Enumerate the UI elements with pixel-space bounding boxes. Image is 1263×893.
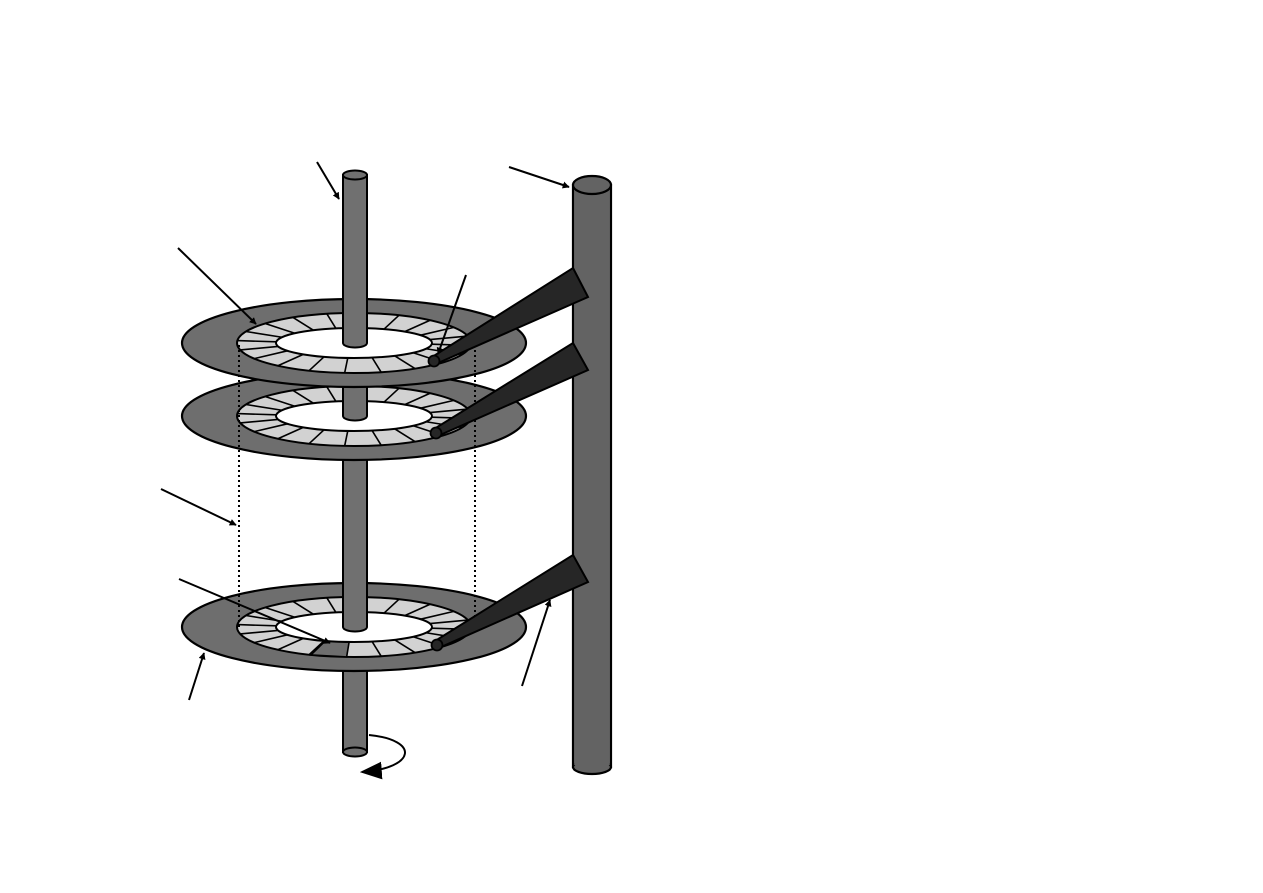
- sector-divider: [308, 356, 325, 372]
- spindle-through-hole: [343, 288, 367, 343]
- actuator-arm: [429, 341, 590, 440]
- sector-divider: [308, 429, 325, 445]
- read-write-head: [427, 354, 441, 368]
- sector-divider: [253, 423, 288, 433]
- leader-arrow-cylinder: [160, 488, 237, 526]
- actuator-post: [571, 174, 613, 776]
- sector-divider: [371, 641, 382, 657]
- sector-divider: [383, 387, 400, 403]
- sector-divider: [394, 428, 416, 443]
- sector-divider: [394, 355, 416, 370]
- spindle-bottom-cap: [342, 746, 368, 758]
- sector-divider: [240, 345, 279, 351]
- sector-divider: [245, 403, 283, 412]
- leader-arrow-arm-assembly: [521, 599, 552, 687]
- sector-divider: [264, 606, 296, 619]
- sector-divider: [394, 639, 416, 654]
- sector-divider: [240, 629, 279, 635]
- sector-divider: [420, 399, 455, 409]
- sector-divider: [292, 389, 314, 404]
- actuator-arm: [427, 266, 590, 368]
- sector-divider: [240, 418, 279, 424]
- sector-divider: [383, 598, 400, 614]
- spindle-hole-base: [342, 626, 368, 633]
- sector-divider: [383, 314, 400, 330]
- leader-arrow-spindle: [316, 161, 340, 200]
- read-write-head: [429, 426, 443, 440]
- sector-divider: [326, 386, 337, 402]
- sector-divider: [420, 610, 455, 620]
- leader-arrow-track: [177, 247, 257, 325]
- leader-arrow-actuator: [508, 166, 570, 189]
- sector-divider: [277, 637, 304, 651]
- actuator-arms: [427, 266, 590, 652]
- sector-divider: [237, 339, 277, 343]
- sector-divider: [253, 634, 288, 644]
- rotation-arrow: [359, 734, 406, 780]
- sector-divider: [429, 335, 468, 341]
- cylinder-guides: [238, 345, 476, 627]
- leader-arrow-platter: [188, 652, 206, 701]
- sector-divider: [308, 640, 325, 656]
- sector-divider: [277, 353, 304, 367]
- diagram-caption: [0, 0, 1, 1]
- platter: [180, 288, 528, 389]
- spindle-top-cap: [342, 169, 368, 181]
- sector-divider: [404, 392, 431, 406]
- sector-divider: [292, 316, 314, 331]
- sector-divider: [429, 408, 468, 414]
- sector-divider: [277, 426, 304, 440]
- sector-divider: [237, 412, 277, 416]
- leader-arrows: [160, 161, 570, 701]
- sector-divider: [404, 603, 431, 617]
- sector-divider: [371, 430, 382, 446]
- actuator-post-top: [571, 174, 613, 196]
- leader-arrow-sector: [178, 578, 331, 644]
- spindle-hole-base: [342, 415, 368, 422]
- sector-divider: [326, 597, 337, 613]
- sector-divider: [343, 357, 349, 374]
- sector-divider: [326, 313, 337, 329]
- sector-divider: [404, 319, 431, 333]
- platter: [180, 361, 528, 462]
- sector-divider: [420, 326, 455, 336]
- sector-divider: [264, 395, 296, 408]
- actuator-arm: [430, 553, 590, 652]
- sector-divider: [245, 330, 283, 339]
- sector-divider: [429, 619, 468, 625]
- sector-divider: [264, 322, 296, 335]
- spindle-hole-base: [342, 342, 368, 349]
- spindle-through-hole: [343, 572, 367, 627]
- sector-divider: [253, 350, 288, 360]
- leader-arrow-read-write-head: [436, 274, 467, 355]
- read-write-head: [430, 638, 444, 652]
- sector-divider: [237, 623, 277, 627]
- sector-divider: [292, 600, 314, 615]
- sector-dividers: [237, 312, 471, 374]
- sector-divider: [371, 357, 382, 373]
- sector-divider: [343, 430, 349, 447]
